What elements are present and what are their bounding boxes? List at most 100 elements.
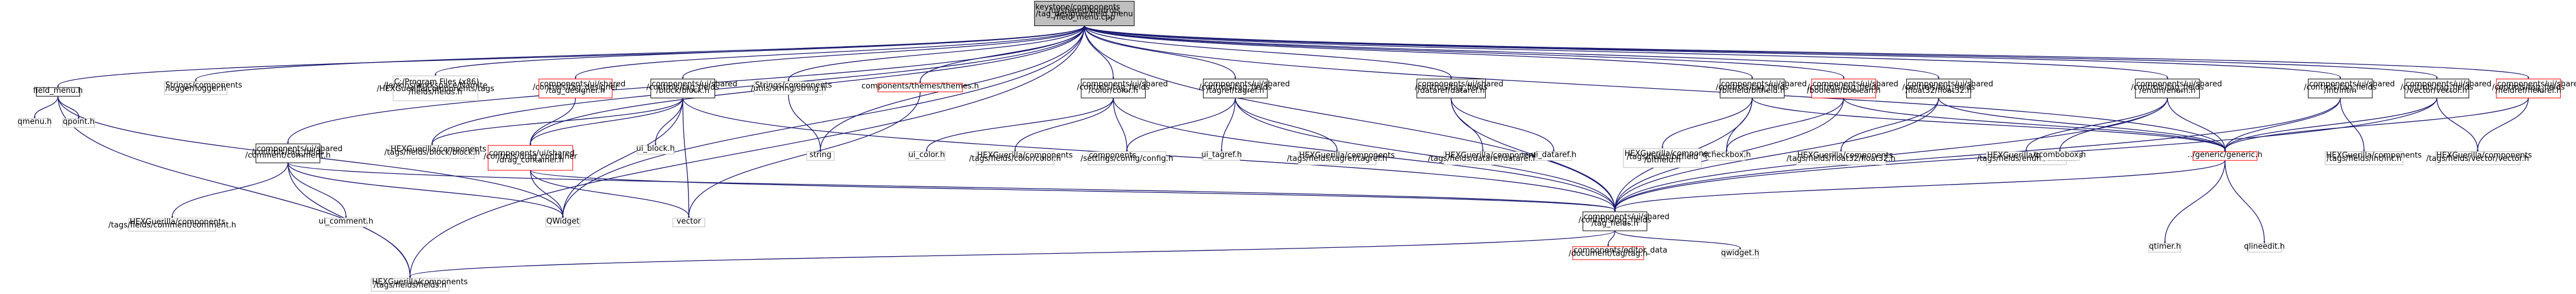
node-box (754, 81, 823, 95)
node-label-line: /enum/enum.h (2139, 86, 2195, 95)
node-float32-h[interactable]: components/ui/shared/controls/tag_fields… (1902, 79, 1993, 99)
node-label-line: HEXGuerilla/components (1445, 151, 1541, 160)
edge-comment-h-to-hex-comment (171, 163, 289, 219)
node-bitfield-h[interactable]: components/ui/shared/controls/tag_fields… (1716, 79, 1807, 99)
node-tagref-h[interactable]: components/ui/shared/controls/tag_fields… (1199, 79, 1290, 99)
edge-arrowhead (2223, 150, 2226, 152)
node-label-line: /color/color.h (1088, 86, 1138, 95)
edge-root-to-cprogram-fields (434, 25, 1085, 76)
node-label-line: C:/Program Files (x86) (394, 78, 479, 87)
node-label-line: Strings/components (755, 81, 832, 90)
edge-color-h-to-config-h (1113, 98, 1128, 152)
edge-line (1084, 25, 1844, 78)
node-label-line: /tags/fields/int/int.h (2327, 154, 2402, 163)
node-label-line: ../generic/generic.h (2187, 151, 2262, 160)
node-themes-h[interactable]: components/themes/themes.h (862, 82, 979, 92)
edge-vector-ctrl-h-to-hex-vector (2436, 98, 2479, 152)
node-label-line: components/ui/shared (2497, 80, 2576, 89)
edge-root-to-fieldref-h (1084, 25, 2530, 80)
node-vector-ctrl-h[interactable]: components/ui/shared/controls/tag_fields… (2401, 79, 2492, 99)
edge-line (655, 98, 683, 144)
node-label-line: /vector/vector.h (2407, 86, 2467, 95)
node-qlineedit: qlineedit.h (2244, 243, 2285, 253)
node-label-line: components (1089, 151, 1137, 160)
edge-int-h-to-generic-h (2223, 98, 2341, 152)
node-box (1443, 151, 1522, 166)
edge-line (1235, 98, 1616, 211)
node-label-line: components/ui/shared (1418, 80, 1504, 89)
node-field-menu-h[interactable]: field_menu.h (33, 86, 83, 97)
node-label-line: qtimer.h (2149, 243, 2181, 251)
node-tag-designer-h[interactable]: components/ui/shared/controls/tag_design… (533, 79, 625, 99)
node-label-line: qmenu.h (18, 118, 52, 127)
node-box (370, 277, 449, 292)
edge-fieldref-h-to-generic-h (2223, 98, 2529, 152)
node-boolean-h[interactable]: components/ui/shared/controls/tag_fields… (1807, 79, 1898, 99)
node-label-line: components/ui/shared (2406, 80, 2492, 89)
edge-line (2477, 98, 2529, 150)
node-ui-dataref: ui_dataref.h (1531, 151, 1576, 161)
edge-root-to-tag-designer-h (574, 25, 1085, 80)
node-tag-fields-h[interactable]: components/ui/shared/controls/tag_fields… (1579, 211, 1669, 231)
node-box (672, 218, 706, 227)
edge-line (530, 98, 576, 144)
node-label-line: qlineedit.h (2244, 243, 2285, 251)
edge-line (682, 98, 690, 217)
edge-arrowhead (2527, 77, 2530, 80)
node-box (650, 79, 715, 99)
node-label-line: HEXGuerilla/components (1625, 149, 1720, 158)
node-label-line: HEXGuerilla/components (977, 151, 1072, 160)
node-label-line: qcheckbox.h (1703, 151, 1751, 160)
node-generic-h[interactable]: ../generic/generic.h (2187, 151, 2262, 161)
node-label-line: /tags/fields/vector/vector.h (2426, 154, 2529, 163)
edge-color-h-to-ui-color (925, 98, 1114, 152)
node-dataref-h[interactable]: components/ui/shared/controls/tag_fields… (1415, 79, 1504, 99)
edge-dataref-h-to-hex-dataref (1450, 98, 1484, 152)
edge-line (1084, 25, 2438, 78)
node-label-line: /tags/fields/block/block.h (384, 148, 480, 157)
node-hex-fields: HEXGuerilla/components/tags/fields/field… (370, 277, 468, 292)
edge-line (530, 98, 683, 144)
node-drag-container-h[interactable]: components/ui/shared/controls/drag_conta… (484, 145, 578, 171)
node-fieldref-h[interactable]: components/ui/shared/controls/tag_fields… (2492, 79, 2576, 99)
node-ui-comment: ui_comment.h (319, 217, 373, 227)
node-vector-std: vector (672, 217, 706, 227)
node-editor-tag[interactable]: components/editor_data/document/tag/tag.… (1569, 246, 1667, 260)
node-enum-h[interactable]: components/ui/shared/controls/tag_fields… (2131, 79, 2222, 99)
edge-tag-fields-h-to-qwidget-h (1614, 230, 1742, 250)
edge-line (1607, 231, 1616, 245)
node-box (1416, 79, 1486, 99)
node-root[interactable]: keystone/components/ui/shared/controls/t… (1034, 1, 1135, 27)
node-hex-float32: HEXGuerilla/components/tags/fields/float… (1786, 151, 1896, 166)
node-box (2135, 79, 2200, 99)
edge-line (2167, 98, 2226, 150)
edge-comment-h-to-tag-fields-h (287, 162, 1616, 212)
edge-line (2225, 98, 2341, 150)
node-int-h[interactable]: components/ui/shared/controls/tag_fields… (2304, 79, 2395, 99)
node-label-line: /fields/fields.h (409, 88, 462, 97)
edge-field-menu-h-to-hex-fields (57, 96, 412, 279)
node-label-line: HEXGuerilla/components (1299, 151, 1395, 160)
node-box (35, 87, 80, 97)
node-label-line: /fieldref/fieldref.h (2496, 86, 2562, 95)
node-label-line: components/ui/shared (257, 144, 343, 153)
node-label-line: components/ui/shared (2309, 80, 2395, 89)
edge-line (2225, 98, 2529, 150)
node-comment-h[interactable]: components/ui/shared/controls/tag_fields… (245, 143, 343, 163)
edge-tag-fields-h-to-editor-tag (1607, 231, 1616, 247)
edge-arrowhead (33, 117, 36, 119)
edge-line (562, 98, 683, 217)
node-label-line: /tags/fields/tagref/tagref.h (1287, 154, 1387, 163)
node-hex-int: HEXGuerilla/components/tags/fields/int/i… (2324, 151, 2422, 166)
edge-arrowhead (819, 150, 821, 152)
node-ui-block: ui_block.h (636, 144, 675, 155)
node-color-h[interactable]: components/ui/shared/controls/tag_fields… (1077, 79, 1168, 99)
edge-arrowhead (2339, 77, 2342, 80)
node-label-line: components/ui/shared (1204, 80, 1290, 89)
node-label-line: /utils/string/string.h (751, 84, 826, 93)
node-block-h[interactable]: components/ui/shared/controls/tag_fields… (647, 79, 738, 99)
node-label-line: components/ui/shared (1721, 80, 1807, 89)
edge-block-h-to-qwidget (562, 98, 683, 219)
edge-line (1662, 98, 1753, 147)
edge-line (2436, 98, 2479, 150)
